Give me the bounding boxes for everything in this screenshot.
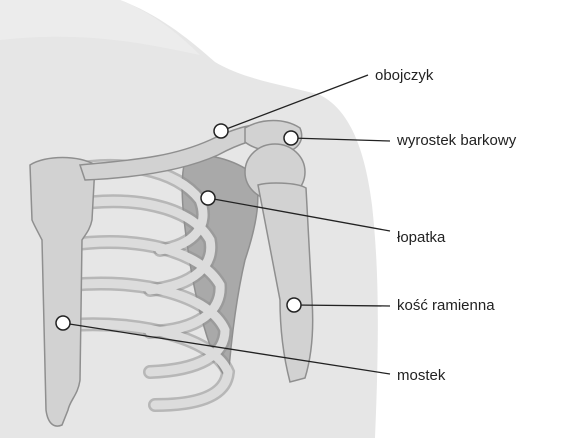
label-scapula: łopatka [397, 229, 445, 247]
leader-line-humerus [294, 305, 390, 306]
marker-humerus [287, 298, 301, 312]
label-sternum: mostek [397, 367, 445, 385]
label-clavicle: obojczyk [375, 67, 433, 85]
marker-acromion [284, 131, 298, 145]
marker-sternum [56, 316, 70, 330]
leader-line-acromion [291, 138, 390, 141]
marker-scapula [201, 191, 215, 205]
leader-line-sternum [63, 323, 390, 374]
label-humerus: kość ramienna [397, 297, 495, 315]
leader-line-scapula [208, 198, 390, 231]
label-acromion: wyrostek barkowy [397, 132, 516, 150]
marker-clavicle [214, 124, 228, 138]
leader-line-clavicle [221, 75, 368, 131]
